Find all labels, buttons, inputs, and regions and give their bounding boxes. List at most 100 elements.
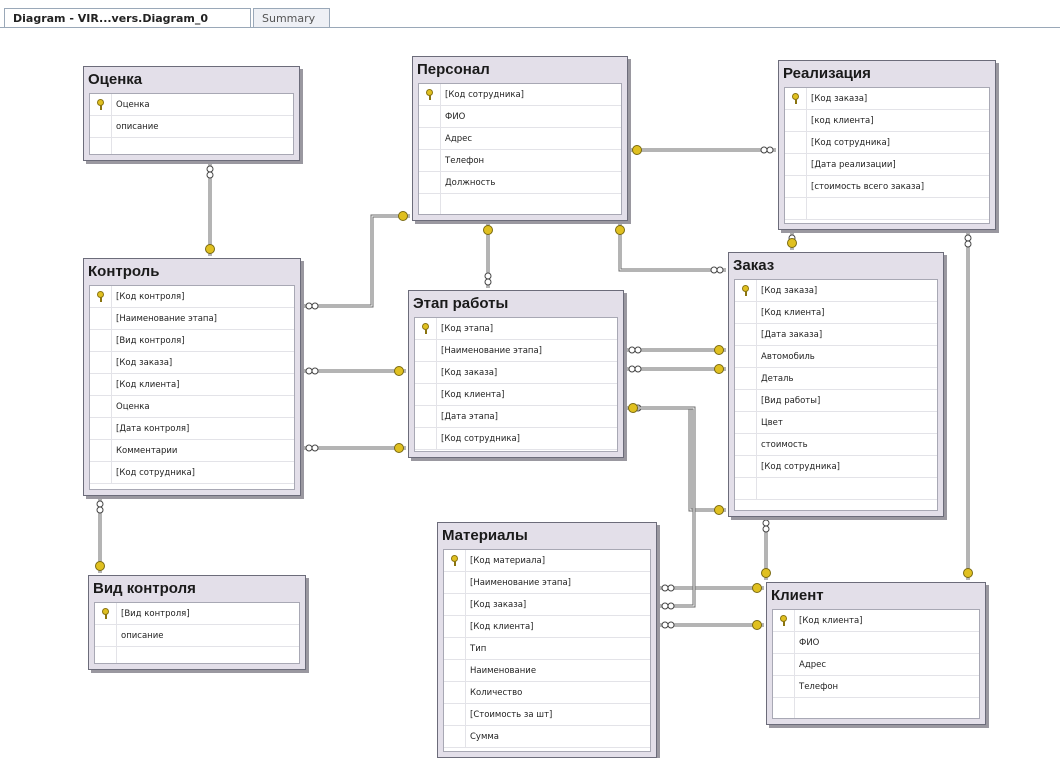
row-selector[interactable] [735,324,757,345]
row-selector[interactable] [444,682,466,703]
field-row[interactable]: описание [95,625,299,647]
row-selector[interactable] [773,676,795,697]
row-selector[interactable] [90,396,112,417]
field-row[interactable]: Адрес [773,654,979,676]
field-row[interactable]: описание [90,116,293,138]
table-title[interactable]: Вид контроля [93,580,196,597]
field-row[interactable]: Деталь [735,368,937,390]
field-row[interactable]: [Код клиента] [90,374,294,396]
row-selector[interactable] [785,198,807,219]
row-selector[interactable] [735,478,757,499]
row-selector[interactable] [90,286,112,307]
table-title[interactable]: Заказ [733,257,775,274]
empty-field-row[interactable] [735,478,937,500]
empty-field-row[interactable] [785,198,989,220]
table-title[interactable]: Этап работы [413,295,509,312]
primary-key-field[interactable]: [Код заказа] [785,88,989,110]
row-selector[interactable] [785,110,807,131]
field-row[interactable]: [Дата реализации] [785,154,989,176]
table-title[interactable]: Оценка [88,71,143,88]
field-row[interactable]: [Дата контроля] [90,418,294,440]
row-selector[interactable] [785,176,807,197]
relationship-line[interactable] [626,406,726,512]
table-title[interactable]: Реализация [783,65,871,82]
field-row[interactable]: [Стоимость за шт] [444,704,650,726]
row-selector[interactable] [735,456,757,477]
primary-key-field[interactable]: [Вид контроля] [95,603,299,625]
field-row[interactable]: ФИО [419,106,621,128]
row-selector[interactable] [735,434,757,455]
row-selector[interactable] [90,138,112,154]
field-row[interactable]: Тип [444,638,650,660]
field-row[interactable]: Телефон [773,676,979,698]
tab-summary[interactable]: Summary [253,8,330,27]
field-row[interactable]: Комментарии [90,440,294,462]
field-row[interactable]: ФИО [773,632,979,654]
field-row[interactable]: [Код клиента] [444,616,650,638]
field-row[interactable]: Телефон [419,150,621,172]
primary-key-field[interactable]: [Код этапа] [415,318,617,340]
field-row[interactable]: Оценка [90,396,294,418]
field-row[interactable]: [Наименование этапа] [444,572,650,594]
row-selector[interactable] [773,632,795,653]
field-row[interactable]: [Код клиента] [735,302,937,324]
empty-field-row[interactable] [419,194,621,214]
row-selector[interactable] [735,368,757,389]
row-selector[interactable] [415,384,437,405]
field-row[interactable]: [Код сотрудника] [415,428,617,450]
field-row[interactable]: [Код сотрудника] [735,456,937,478]
table-title[interactable]: Контроль [88,263,160,280]
row-selector[interactable] [419,172,441,193]
row-selector[interactable] [785,88,807,109]
row-selector[interactable] [785,154,807,175]
row-selector[interactable] [90,374,112,395]
field-row[interactable]: [Наименование этапа] [415,340,617,362]
empty-field-row[interactable] [95,647,299,663]
primary-key-field[interactable]: [Код материала] [444,550,650,572]
field-row[interactable]: Сумма [444,726,650,748]
row-selector[interactable] [773,610,795,631]
row-selector[interactable] [415,406,437,427]
table-zakaz[interactable]: Заказ [Код заказа][Код клиента][Дата зак… [728,252,944,517]
row-selector[interactable] [735,390,757,411]
primary-key-field[interactable]: [Код клиента] [773,610,979,632]
row-selector[interactable] [444,616,466,637]
field-row[interactable]: Цвет [735,412,937,434]
row-selector[interactable] [419,106,441,127]
row-selector[interactable] [415,318,437,339]
row-selector[interactable] [419,128,441,149]
primary-key-field[interactable]: Оценка [90,94,293,116]
field-row[interactable]: [Код заказа] [90,352,294,374]
field-row[interactable]: [Код сотрудника] [90,462,294,484]
row-selector[interactable] [444,638,466,659]
field-row[interactable]: Адрес [419,128,621,150]
row-selector[interactable] [415,362,437,383]
field-row[interactable]: [Дата заказа] [735,324,937,346]
empty-field-row[interactable] [773,698,979,718]
relationship-line[interactable] [303,214,410,308]
row-selector[interactable] [773,654,795,675]
row-selector[interactable] [785,132,807,153]
row-selector[interactable] [735,412,757,433]
tab-diagram[interactable]: Diagram - VIR...vers.Diagram_0 [4,8,251,27]
table-title[interactable]: Материалы [442,527,528,544]
row-selector[interactable] [90,462,112,483]
row-selector[interactable] [90,94,112,115]
row-selector[interactable] [444,594,466,615]
table-title[interactable]: Персонал [417,61,490,78]
table-materialy[interactable]: Материалы [Код материала][Наименование э… [437,522,657,758]
table-realizaciya[interactable]: Реализация [Код заказа][код клиента][Код… [778,60,996,230]
field-row[interactable]: Автомобиль [735,346,937,368]
row-selector[interactable] [735,346,757,367]
primary-key-field[interactable]: [Код сотрудника] [419,84,621,106]
field-row[interactable]: [Код заказа] [444,594,650,616]
row-selector[interactable] [444,550,466,571]
row-selector[interactable] [415,340,437,361]
row-selector[interactable] [90,308,112,329]
row-selector[interactable] [95,625,117,646]
row-selector[interactable] [444,660,466,681]
field-row[interactable]: Количество [444,682,650,704]
field-row[interactable]: [Дата этапа] [415,406,617,428]
row-selector[interactable] [95,647,117,663]
